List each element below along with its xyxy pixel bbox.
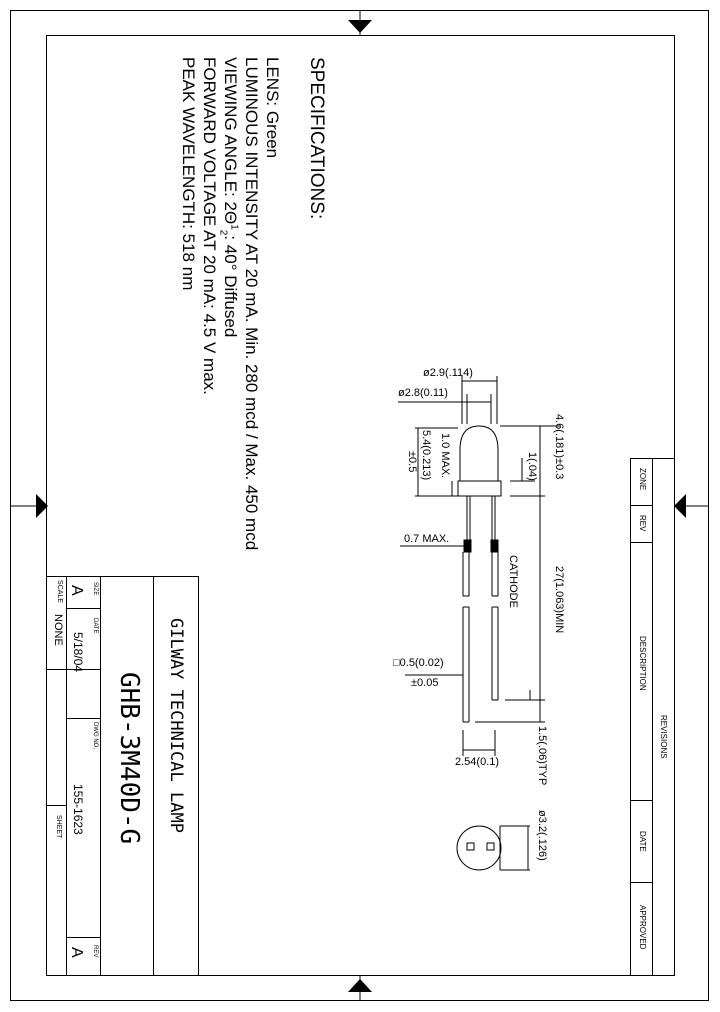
dim-lens-height-tol: ±0.5	[406, 451, 418, 473]
size-value: A	[68, 585, 85, 596]
revision-block	[630, 458, 675, 976]
dim-flange-dia: ø3.2(.126)	[536, 810, 548, 861]
spec-lens: LENS: Green	[263, 57, 282, 159]
dim-lens-body-length: 4.6(.181)±0.3	[553, 414, 565, 480]
dim-lead-spacing: 2.54(0.1)	[455, 756, 500, 768]
rev-col-zone: ZONE	[638, 468, 647, 491]
dwg-no-label: DWG NO.	[92, 722, 98, 749]
viewing-angle-prefix: VIEWING ANGLE: 2Θ	[221, 57, 240, 225]
spec-peak-wavelength: PEAK WAVELENGTH: 518 nm	[179, 57, 198, 291]
viewing-angle-suffix: : 40° Diffused	[221, 235, 240, 338]
company-name: GILWAY TECHNICAL LAMP	[166, 618, 186, 833]
viewing-angle-fraction-top: 1	[228, 224, 240, 230]
dim-lead-square: □0.5(0.02)	[393, 657, 444, 669]
outer-border	[10, 10, 709, 1001]
dim-flange-max: 1.0 MAX.	[439, 433, 451, 479]
led-flange	[457, 480, 502, 497]
spec-heading: SPECIFICATIONS:	[306, 57, 327, 220]
spec-forward-voltage: FORWARD VOLTAGE AT 20 mA: 4.5 V max.	[200, 57, 219, 395]
part-number: GHB-3M40D-G	[114, 672, 144, 845]
spec-luminous-intensity: LUMINOUS INTENSITY AT 20 mA. Min. 280 mc…	[242, 57, 261, 551]
scale-label: SCALE	[56, 580, 63, 603]
sheet-label: SHEET	[55, 815, 62, 839]
rev-col-rev: REV	[638, 515, 647, 532]
dim-lens-height: 5.4(0.213)	[420, 430, 432, 481]
led-drawing	[398, 376, 560, 871]
rev-value: A	[68, 947, 85, 958]
dim-lens-dia-inner: ø2.8(0.11)	[398, 387, 448, 399]
date-value: 5/18/04	[71, 632, 85, 673]
rev-col-description: DESCRIPTION	[638, 636, 647, 691]
size-label: SIZE	[92, 582, 98, 596]
dim-lead-bend-max: 0.7 MAX.	[404, 533, 450, 545]
revisions-title: REVISIONS	[659, 715, 668, 759]
scale-value: NONE	[52, 614, 64, 646]
rev-col-approved: APPROVED	[638, 905, 647, 950]
led-bottom-view	[456, 825, 502, 871]
rev-label: REV	[92, 945, 98, 958]
label-cathode: CATHODE	[507, 555, 519, 608]
spec-viewing-angle: VIEWING ANGLE: 2Θ12: 40° Diffused	[218, 57, 240, 338]
rev-col-date: DATE	[638, 831, 647, 852]
date-label: DATE	[92, 618, 98, 634]
dim-standoff: 1.5(.06)TYP	[536, 726, 548, 786]
dim-lead-square-tol: ±0.05	[411, 677, 439, 689]
dim-lead-length: 27(1.063)MIN	[553, 566, 565, 634]
led-lens	[459, 425, 499, 481]
dim-flange-thickness: 1(.04)	[526, 452, 538, 481]
centering-marks	[10, 10, 709, 1001]
dwg-no-value: 155-1623	[71, 784, 85, 835]
dim-lens-dia-outer: ø2.9(.114)	[423, 367, 473, 379]
title-block	[46, 576, 199, 976]
